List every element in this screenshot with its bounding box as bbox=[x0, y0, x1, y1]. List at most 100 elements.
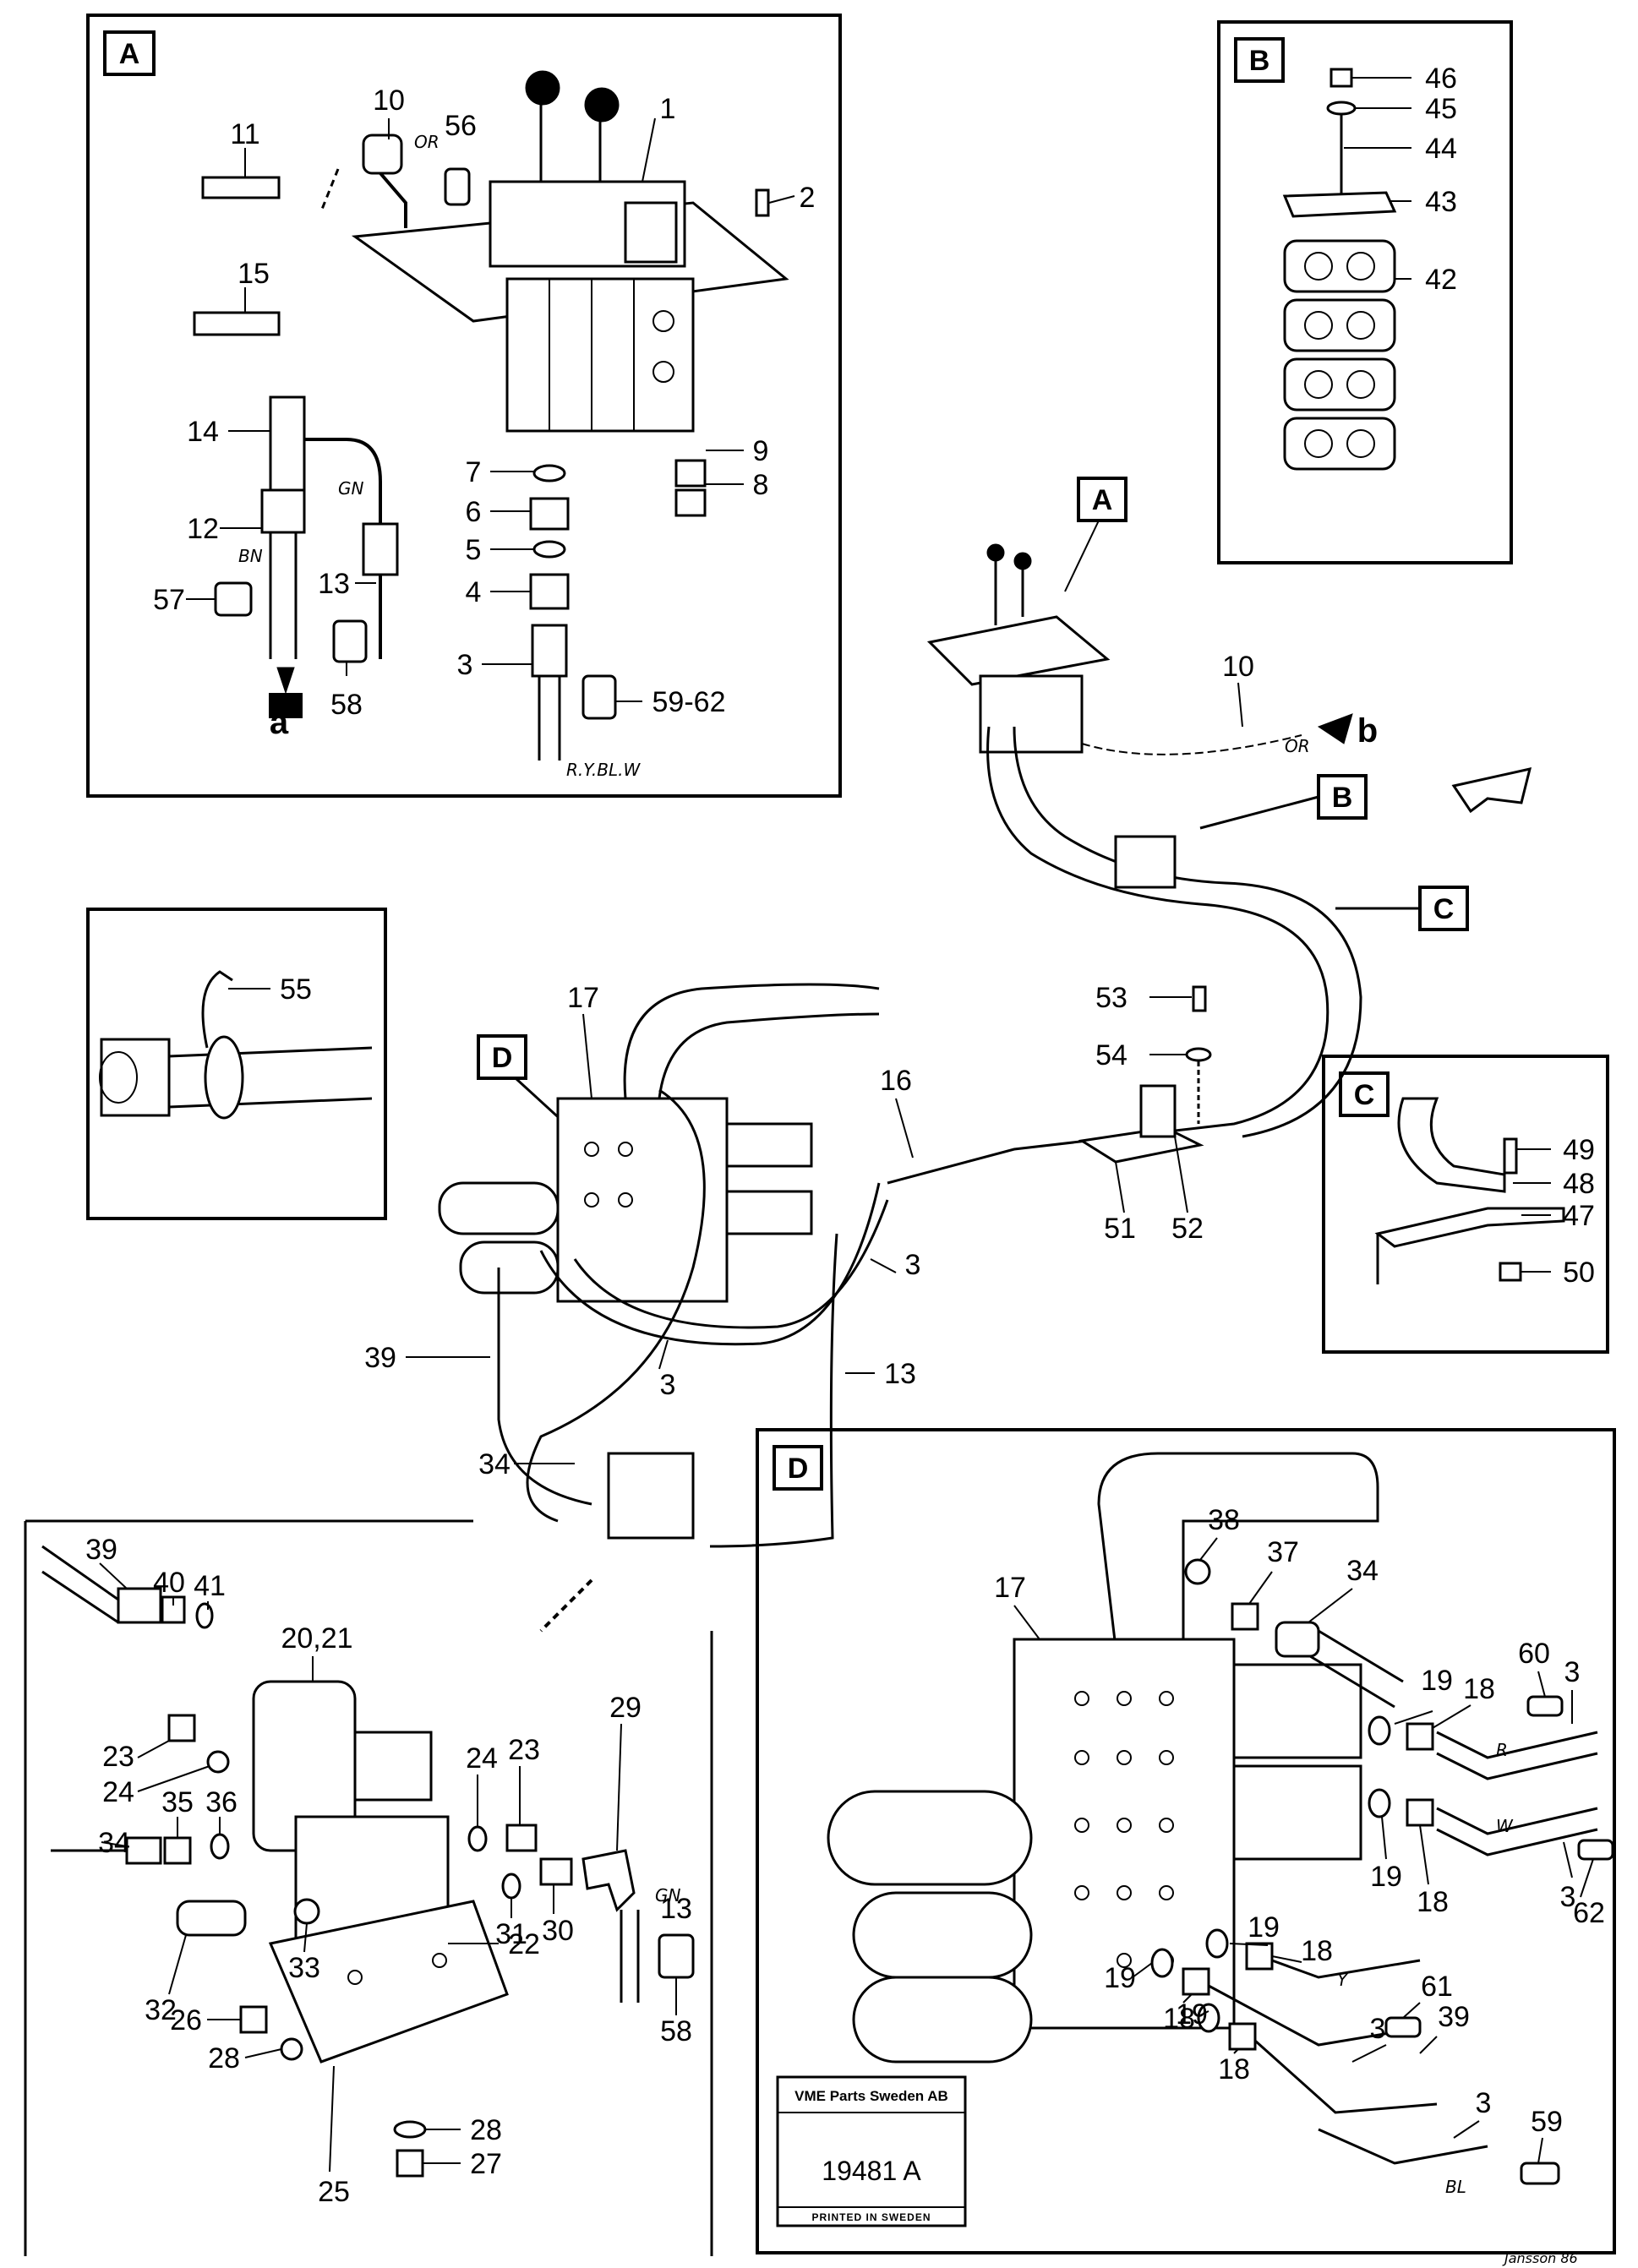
panel-c-letter-box bbox=[1339, 1071, 1390, 1117]
tag-59-icon bbox=[1520, 2162, 1560, 2185]
overview-label-a: A bbox=[1092, 484, 1113, 516]
nut-39 bbox=[117, 1587, 162, 1624]
wire-code-colors: R.Y.BL.W bbox=[566, 760, 641, 780]
overview-hose-bundle bbox=[887, 726, 1330, 1185]
bracket-25 bbox=[268, 1900, 509, 2064]
lever-knob-icon bbox=[525, 70, 560, 106]
fitting-18a bbox=[1406, 1722, 1434, 1751]
wire-code-y: Y bbox=[1337, 1970, 1349, 1990]
stamp-footer: PRINTED IN SWEDEN bbox=[811, 2211, 931, 2223]
panel-clamp: 55 bbox=[86, 908, 387, 1220]
callout-58b: 58 bbox=[660, 2015, 692, 2047]
callout-20-21: 20,21 bbox=[281, 1622, 352, 1655]
callout-27: 27 bbox=[470, 2148, 502, 2180]
callout-28a: 28 bbox=[208, 2042, 240, 2074]
nut-23a bbox=[167, 1714, 196, 1742]
washer-54 bbox=[1185, 1047, 1212, 1062]
callout-42: 42 bbox=[1425, 264, 1457, 296]
washer-5 bbox=[532, 540, 566, 559]
callout-60: 60 bbox=[1518, 1638, 1550, 1670]
overview-callout-17: 17 bbox=[567, 982, 599, 1014]
wire-code-bn: BN bbox=[238, 546, 263, 566]
wire-code-gn-valve: GN bbox=[655, 1885, 680, 1905]
washer-45 bbox=[1326, 101, 1357, 116]
washer-38 bbox=[1184, 1558, 1211, 1585]
panel-a: A bbox=[86, 14, 842, 798]
wire-code-or: OR bbox=[414, 132, 440, 152]
nut-9 bbox=[674, 459, 707, 488]
overview-arrow-b: b bbox=[1357, 712, 1378, 750]
panel-a-letter: A bbox=[119, 38, 140, 70]
washer-7 bbox=[532, 464, 566, 482]
fitting-18c bbox=[1245, 1942, 1274, 1971]
panel-c-letter: C bbox=[1354, 1079, 1375, 1111]
callout-19d: 19 bbox=[1104, 1962, 1136, 1994]
callout-62: 62 bbox=[1573, 1897, 1605, 1929]
arrow-a-label: a bbox=[270, 704, 289, 741]
callout-39d: 39 bbox=[1438, 2001, 1470, 2033]
overview-callout-53: 53 bbox=[1095, 982, 1127, 1014]
callout-22: 22 bbox=[508, 1928, 540, 1960]
overview-callout-51: 51 bbox=[1104, 1213, 1136, 1245]
callout-32: 32 bbox=[145, 1994, 177, 2026]
valve-spool-1 bbox=[827, 1790, 1033, 1886]
fitting-30 bbox=[539, 1857, 573, 1886]
overview-label-d-box bbox=[477, 1034, 527, 1080]
washer-19c bbox=[1205, 1928, 1229, 1959]
hose-clamp-55 bbox=[204, 1035, 244, 1120]
callout-31: 31 bbox=[495, 1918, 527, 1950]
overview-control-valve bbox=[979, 674, 1084, 754]
overview-callout-39: 39 bbox=[364, 1342, 396, 1374]
clamp-52 bbox=[1139, 1084, 1177, 1138]
panel-clamp-frame bbox=[86, 908, 387, 1220]
valve-spool-2 bbox=[852, 1891, 1033, 1979]
screw-53 bbox=[1192, 985, 1207, 1012]
wire-code-r: R bbox=[1496, 1740, 1508, 1760]
hose-34 bbox=[526, 1088, 706, 1523]
tee-14 bbox=[269, 395, 306, 492]
callout-28b: 28 bbox=[470, 2114, 502, 2146]
callout-18b: 18 bbox=[1417, 1886, 1449, 1918]
control-valve-block bbox=[505, 277, 695, 433]
callout-40: 40 bbox=[153, 1567, 185, 1599]
solenoid-body bbox=[353, 1731, 433, 1802]
callout-4: 4 bbox=[466, 576, 482, 608]
tag-60-icon bbox=[1526, 1695, 1564, 1717]
clamp-strap-48 bbox=[1397, 1097, 1506, 1193]
overview-callout-13: 13 bbox=[884, 1358, 916, 1390]
hose-nut bbox=[100, 1038, 171, 1117]
nut-13 bbox=[362, 522, 399, 576]
overview-label-a-box bbox=[1077, 477, 1127, 522]
screw-2 bbox=[755, 188, 770, 217]
nut-23b bbox=[505, 1824, 538, 1852]
callout-7: 7 bbox=[466, 456, 482, 488]
callout-13: 13 bbox=[318, 568, 350, 600]
callout-2: 2 bbox=[800, 182, 816, 214]
washer-24b bbox=[467, 1825, 488, 1852]
callout-56: 56 bbox=[445, 110, 477, 142]
fitting-11 bbox=[201, 176, 281, 199]
callout-59: 59 bbox=[1531, 2106, 1563, 2138]
washer-31 bbox=[501, 1873, 521, 1900]
washer-24a bbox=[206, 1750, 230, 1774]
callout-29: 29 bbox=[609, 1692, 642, 1724]
callout-23a: 23 bbox=[102, 1741, 134, 1773]
callout-44: 44 bbox=[1425, 133, 1457, 165]
callout-50: 50 bbox=[1563, 1257, 1595, 1289]
elbow-29 bbox=[581, 1849, 636, 1912]
callout-18e: 18 bbox=[1218, 2053, 1250, 2085]
overview-wire-or: OR bbox=[1285, 736, 1310, 756]
callout-49: 49 bbox=[1563, 1134, 1595, 1166]
callout-9: 9 bbox=[753, 435, 769, 467]
tag-59-62-icon bbox=[581, 674, 617, 720]
lever-knob-icon bbox=[584, 87, 620, 123]
direction-arrow-icon bbox=[1451, 767, 1532, 814]
callout-25: 25 bbox=[318, 2176, 350, 2208]
tag-58-icon bbox=[332, 619, 368, 663]
callout-61: 61 bbox=[1421, 1971, 1453, 2003]
callout-45: 45 bbox=[1425, 93, 1457, 125]
washer-19d bbox=[1150, 1948, 1174, 1978]
fitting-18b bbox=[1406, 1798, 1434, 1827]
callout-58: 58 bbox=[330, 689, 363, 721]
overview-label-c: C bbox=[1433, 893, 1455, 925]
